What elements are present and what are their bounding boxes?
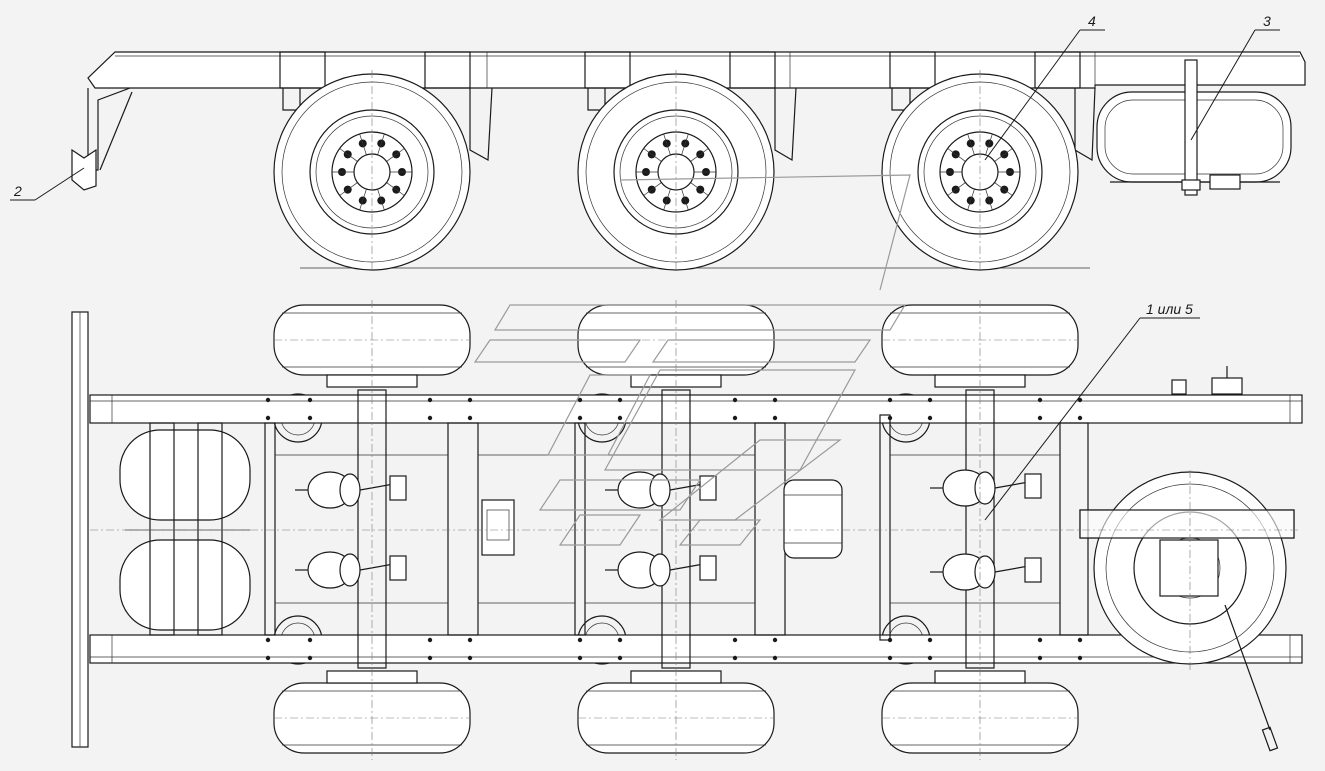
air-tanks: [119, 422, 251, 636]
callout-3: 3: [1190, 13, 1280, 141]
rail-upper: [89, 394, 1303, 424]
callout-4-label: 4: [1088, 13, 1096, 29]
brake-chamber-3: [605, 471, 717, 509]
front-post: [87, 87, 131, 171]
brake-chamber-6: [930, 553, 1042, 591]
brake-chamber-2: [295, 551, 407, 589]
watermark-logo: [473, 174, 911, 546]
brake-chamber-1: [295, 471, 407, 509]
callout-1-or-5-label: 1 или 5: [1146, 301, 1193, 317]
brake-chamber-5: [930, 469, 1042, 507]
callout-1-or-5: 1 или 5: [984, 301, 1200, 521]
frame-plates: [279, 51, 1096, 89]
side-view: [71, 51, 1306, 271]
spare-wheel-top: [1079, 470, 1295, 752]
middle-reservoir: [783, 479, 843, 559]
rear-post: [1184, 59, 1198, 196]
callout-2: 2: [10, 167, 85, 201]
callout-2-label: 2: [13, 183, 22, 199]
cross-members: [264, 414, 1089, 641]
callout-4: 4: [984, 13, 1105, 161]
rail-lower: [89, 634, 1303, 664]
brake-chambers: [295, 469, 1042, 591]
rail-bolts: [265, 397, 1083, 661]
suspension-hangers: [282, 87, 1096, 162]
brake-chamber-4: [605, 551, 717, 589]
rear-light-2: [1211, 377, 1243, 395]
callout-3-label: 3: [1263, 13, 1271, 29]
rear-light-1: [1171, 379, 1187, 395]
top-view: [71, 300, 1303, 760]
front-bracket: [71, 148, 97, 191]
